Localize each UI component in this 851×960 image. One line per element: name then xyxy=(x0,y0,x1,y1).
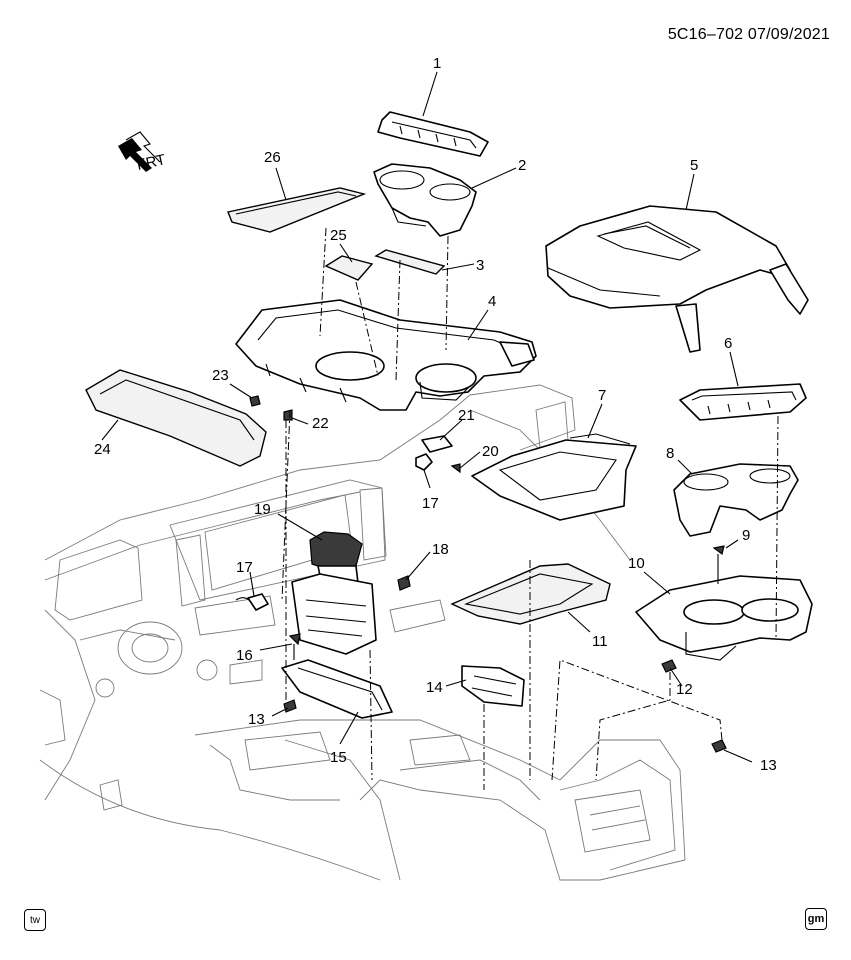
front-direction-label: FRT xyxy=(135,151,167,174)
callout-19: 19 xyxy=(254,501,271,518)
callout-17-right: 17 xyxy=(422,495,439,512)
part-3-mat-strip xyxy=(374,249,446,275)
callout-20: 20 xyxy=(482,443,499,460)
callout-4: 4 xyxy=(488,293,496,310)
callout-labels: 1 2 3 4 5 6 7 8 9 10 11 12 13 13 14 15 1… xyxy=(94,55,777,774)
callout-1: 1 xyxy=(433,55,441,72)
part-10-rear-console-trim xyxy=(635,575,813,661)
part-5-console-armrest-lid xyxy=(545,205,809,353)
part-8-rear-cupholder xyxy=(673,463,799,537)
tw-badge: tw xyxy=(24,909,46,931)
part-19-shifter-assembly xyxy=(291,531,377,655)
document-id: 5C16–702 07/09/2021 xyxy=(667,26,830,43)
part-25-small-mat xyxy=(324,255,374,281)
callout-26: 26 xyxy=(264,149,281,166)
callout-14: 14 xyxy=(426,679,443,696)
callout-21: 21 xyxy=(458,407,475,424)
part-1-cupholder-trim-ring xyxy=(377,111,489,157)
callout-9: 9 xyxy=(742,527,750,544)
callout-17-left: 17 xyxy=(236,559,253,576)
callout-13-left: 13 xyxy=(248,711,265,728)
callout-3: 3 xyxy=(476,257,484,274)
part-24-console-side-cover xyxy=(85,369,267,467)
front-direction-arrow-icon: FRT xyxy=(118,131,167,174)
part-6-trim-ring xyxy=(679,383,807,421)
callout-18: 18 xyxy=(432,541,449,558)
callout-15: 15 xyxy=(330,749,347,766)
callout-6: 6 xyxy=(724,335,732,352)
callout-16: 16 xyxy=(236,647,253,664)
callout-2: 2 xyxy=(518,157,526,174)
callout-7: 7 xyxy=(598,387,606,404)
callout-25: 25 xyxy=(330,227,347,244)
part-14-bracket xyxy=(461,665,525,707)
callout-11: 11 xyxy=(592,633,608,650)
callout-23: 23 xyxy=(212,367,229,384)
callout-22: 22 xyxy=(312,415,329,432)
callout-5: 5 xyxy=(690,157,698,174)
callout-8: 8 xyxy=(666,445,674,462)
callout-10: 10 xyxy=(628,555,645,572)
part-7-storage-tray xyxy=(471,433,637,521)
leader-lines xyxy=(101,71,779,790)
part-26-lid-mat xyxy=(227,187,367,233)
part-4-console-trim-plate xyxy=(235,299,537,411)
gm-logo-badge: gm xyxy=(805,908,827,930)
part-2-cupholder-insert xyxy=(373,163,477,237)
part-11-tray-mat xyxy=(450,563,611,625)
callout-24: 24 xyxy=(94,441,111,458)
callout-12: 12 xyxy=(676,681,693,698)
callout-13-right: 13 xyxy=(760,757,777,774)
part-15-shifter-base xyxy=(281,659,393,719)
